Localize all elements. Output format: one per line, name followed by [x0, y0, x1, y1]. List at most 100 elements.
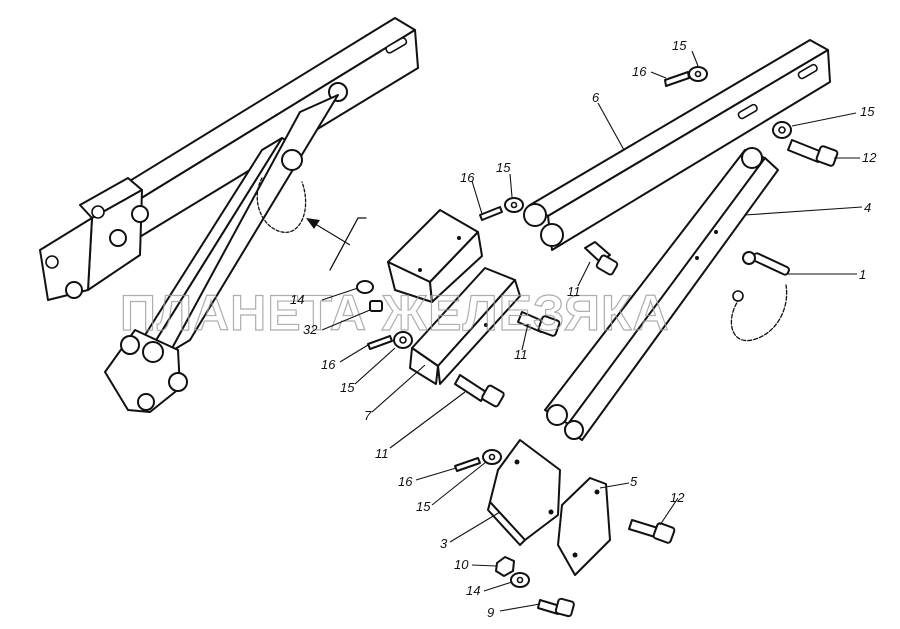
lower-pin — [137, 393, 155, 411]
pin-chain-part-1 — [730, 251, 790, 342]
washer-hole — [488, 453, 496, 461]
part7-hole — [484, 323, 488, 327]
arrow-shaft — [311, 221, 351, 246]
upper-clip-side — [429, 231, 483, 303]
washer-hole — [778, 126, 786, 134]
bracket-pin — [131, 205, 149, 223]
callout-3: 3 — [440, 536, 448, 551]
plate5-hole — [594, 489, 600, 495]
callout-16: 16 — [398, 474, 413, 489]
arrow-head — [306, 218, 320, 229]
bolt-11-a — [584, 241, 619, 276]
plate3-hole — [514, 459, 520, 465]
washer-hole — [399, 336, 407, 344]
bolt12-head — [815, 145, 839, 167]
callout-12: 12 — [670, 490, 685, 505]
callout-1: 1 — [859, 267, 866, 282]
strut4-eye — [546, 404, 568, 426]
callout-7: 7 — [364, 408, 372, 423]
beam6-slot — [737, 103, 758, 120]
bolt-16-low — [454, 457, 481, 472]
bolt16-top — [664, 71, 690, 87]
callout-16: 16 — [632, 64, 647, 79]
frame-pin-head — [281, 149, 303, 171]
callout-32: 32 — [303, 322, 318, 337]
washer-14 — [356, 280, 374, 294]
callout-15: 15 — [860, 104, 875, 119]
callout-11: 11 — [514, 347, 528, 362]
bolt11c-head — [481, 384, 505, 408]
bolt11b-head — [537, 315, 561, 337]
plate3-flange — [487, 501, 526, 546]
plate5-hole — [572, 552, 578, 558]
callout-10: 10 — [454, 557, 469, 572]
leader-lines — [321, 50, 863, 612]
clip-hole — [418, 268, 422, 272]
bracket-part-7 — [409, 267, 521, 385]
callout-14: 14 — [466, 583, 480, 598]
beam6-slot — [797, 63, 818, 80]
bolt-11-c — [454, 374, 505, 408]
upper-beam-side — [134, 29, 419, 239]
callout-16: 16 — [321, 357, 336, 372]
lower-fasteners — [454, 449, 676, 618]
callout-15: 15 — [672, 38, 687, 53]
callout-5: 5 — [630, 474, 638, 489]
callout-16: 16 — [460, 170, 475, 185]
bolt-16-mid — [479, 206, 503, 221]
nut-32 — [369, 300, 383, 312]
strut4-hole — [714, 230, 718, 234]
plate3-hole — [548, 509, 554, 515]
lower-pin — [120, 335, 140, 355]
assembled-frame — [39, 17, 419, 413]
bolt11c-shank — [454, 374, 487, 402]
pin1-body — [752, 252, 790, 276]
top-fasteners — [664, 66, 708, 87]
lower-pin — [142, 341, 164, 363]
beam6-eye — [540, 223, 564, 247]
washer-hole — [510, 201, 518, 209]
pin1-chain — [730, 284, 788, 342]
washer-hole — [694, 70, 702, 78]
plate-part-3 — [487, 439, 561, 546]
pin1-ring — [732, 290, 744, 302]
callout-15: 15 — [416, 499, 431, 514]
bolt9-head — [554, 597, 575, 618]
callout-9: 9 — [487, 605, 494, 620]
callout-6: 6 — [592, 90, 600, 105]
strut4-eye — [564, 420, 584, 440]
strut4-hole — [695, 256, 699, 260]
clip-hole — [457, 236, 461, 240]
bracket-upper — [387, 209, 483, 303]
washer-hole — [516, 576, 524, 584]
callout-15: 15 — [340, 380, 355, 395]
bolt-12-upper — [772, 121, 839, 167]
callout-15: 15 — [496, 160, 511, 175]
beam6-eye — [523, 203, 547, 227]
bracket-pin — [65, 281, 83, 299]
frame-chain — [256, 177, 307, 233]
bracket-hole — [45, 255, 59, 269]
arrow-bracket — [329, 217, 367, 271]
callout-12: 12 — [862, 150, 877, 165]
part7-side — [437, 279, 521, 385]
bracket-pin — [109, 229, 127, 247]
strut4-eye — [741, 147, 763, 169]
beam-slot — [385, 37, 408, 54]
bracket-hole — [91, 205, 105, 219]
bolt-11-b — [517, 311, 561, 337]
callout-14: 14 — [290, 292, 304, 307]
pin1-head — [742, 251, 756, 265]
callout-11: 11 — [375, 446, 389, 461]
callout-numbers: 15 16 6 15 12 4 1 15 16 14 32 16 15 7 11… — [290, 38, 877, 620]
watermark-text: ПЛАНЕТА ЖЕЛЕЗЯКА — [120, 285, 670, 341]
strut-part-4 — [544, 147, 779, 441]
bolt12-low-head — [652, 522, 676, 544]
callout-4: 4 — [864, 200, 871, 215]
small-fasteners-left — [356, 280, 413, 350]
bolt-16-left — [367, 335, 393, 350]
plate5-main — [557, 477, 611, 576]
small-fasteners-mid — [479, 197, 524, 221]
bolt11a-head — [595, 254, 619, 276]
